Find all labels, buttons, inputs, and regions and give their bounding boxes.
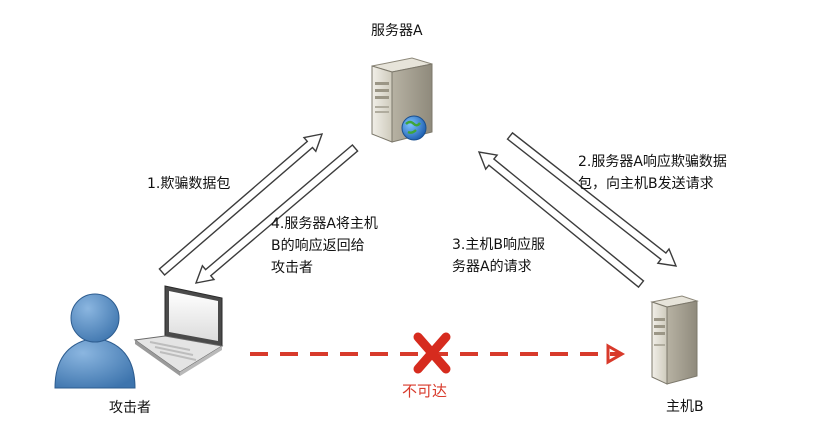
arrow-step1-to-server-a [158, 133, 324, 276]
unreachable-label: 不可达 [402, 382, 448, 400]
attacker-label: 攻击者 [109, 400, 151, 416]
unreachable-arrowhead [606, 343, 626, 365]
server-a-icon [371, 57, 433, 143]
step3-label-line1: 3.主机B响应服 [452, 237, 545, 253]
server-a-label: 服务器A [371, 23, 423, 39]
step1-label: 1.欺骗数据包 [147, 176, 231, 192]
step2-label-line2: 包，向主机B发送请求 [578, 176, 714, 192]
host-b-label: 主机B [666, 399, 704, 415]
step4-label-line3: 攻击者 [271, 260, 313, 276]
host-b-icon [650, 295, 699, 385]
arrow-step2-to-host-b [506, 131, 678, 267]
arrow-step4-to-attacker [194, 144, 359, 284]
step3-label-line2: 务器A的请求 [452, 259, 532, 275]
arrows-layer [158, 131, 678, 289]
laptop-icon [133, 285, 224, 376]
attacker-person-icon [54, 293, 136, 389]
arrow-step3-to-server-a [477, 151, 645, 289]
step2-label-line1: 2.服务器A响应欺骗数据 [578, 154, 727, 170]
globe-icon [401, 115, 427, 141]
step4-label-line2: B的响应返回给 [271, 238, 365, 254]
red-x-icon [413, 332, 451, 374]
step4-label-line1: 4.服务器A将主机 [271, 216, 378, 232]
